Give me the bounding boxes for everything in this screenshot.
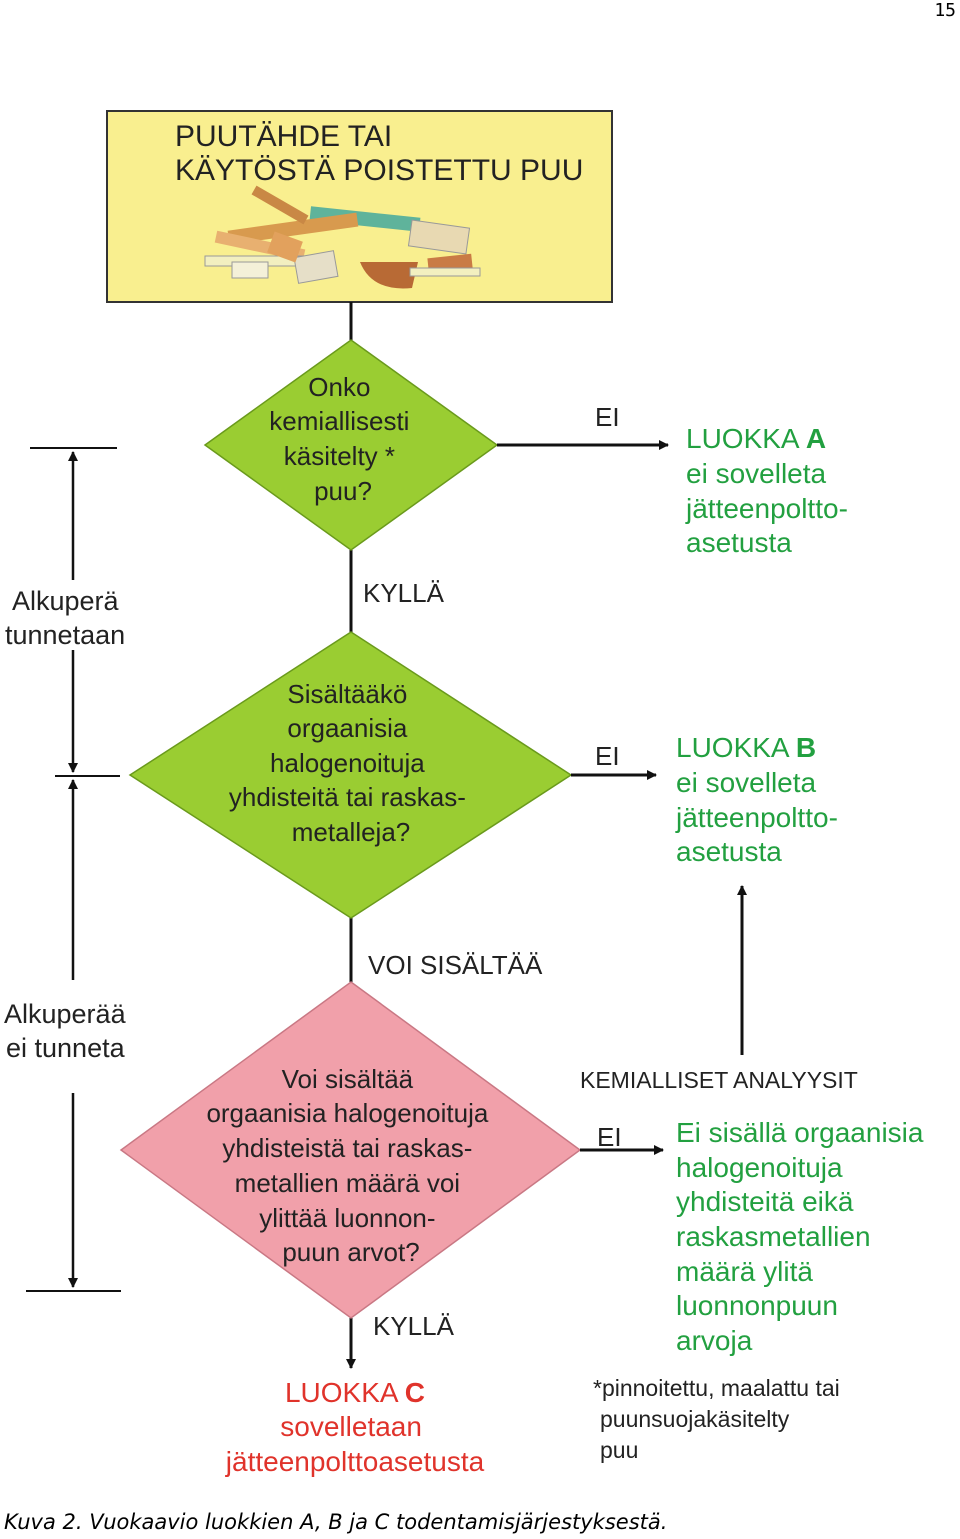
- decision-3-diamond: [119, 981, 582, 1319]
- edge-label-no-1: EI: [595, 402, 620, 432]
- origin-dimension-markers: [26, 447, 121, 1292]
- footnote: *pinnoitettu, maalattu tai puunsuojakäsi…: [593, 1375, 846, 1463]
- edge-label-yes-1: KYLLÄ: [363, 578, 445, 608]
- decision-3-text: Voi sisältää orgaanisia halogenoituja yh…: [206, 1064, 495, 1267]
- decision-1-diamond: [203, 339, 499, 551]
- edge-label-maybe: VOI SISÄLTÄÄ: [368, 950, 543, 980]
- class-b-title: LUOKKA B: [676, 732, 816, 763]
- side-label-unknown: Alkuperää ei tunneta: [4, 999, 133, 1063]
- class-c-title: LUOKKA C: [285, 1377, 425, 1408]
- start-box: [106, 110, 613, 303]
- decision-2-text: Sisältääkö orgaanisia halogenoituja yhdi…: [229, 679, 473, 847]
- decision-2-diamond: [128, 631, 573, 919]
- wood-pile-illustration: [204, 185, 481, 289]
- class-c-text: sovelletaan jätteenpolttoasetusta: [225, 1411, 485, 1477]
- figure-caption: Kuva 2. Vuokaavio luokkien A, B ja C tod…: [4, 1510, 668, 1534]
- edge-label-yes-2: KYLLÄ: [373, 1311, 455, 1341]
- edge-label-no-2: EI: [595, 741, 620, 771]
- result-no-content-text: Ei sisällä orgaanisia halogenoituja yhdi…: [676, 1117, 931, 1356]
- class-a-title: LUOKKA A: [686, 423, 826, 454]
- edge-label-no-3: EI: [597, 1122, 622, 1152]
- side-label-known: Alkuperä tunnetaan: [5, 586, 126, 650]
- flowchart: PUUTÄHDE TAI KÄYTÖSTÄ POISTETTU PUU Onko…: [4, 110, 931, 1477]
- class-b-text: ei sovelleta jätteenpoltto- asetusta: [675, 767, 846, 867]
- decision-1-text: Onko kemiallisesti käsitelty * puu?: [269, 372, 416, 506]
- page-number: 15: [934, 0, 956, 21]
- class-a-text: ei sovelleta jätteenpoltto- asetusta: [685, 458, 856, 558]
- start-box-title: PUUTÄHDE TAI KÄYTÖSTÄ POISTETTU PUU: [175, 120, 583, 187]
- edge-label-analyses: KEMIALLISET ANALYYSIT: [580, 1067, 858, 1093]
